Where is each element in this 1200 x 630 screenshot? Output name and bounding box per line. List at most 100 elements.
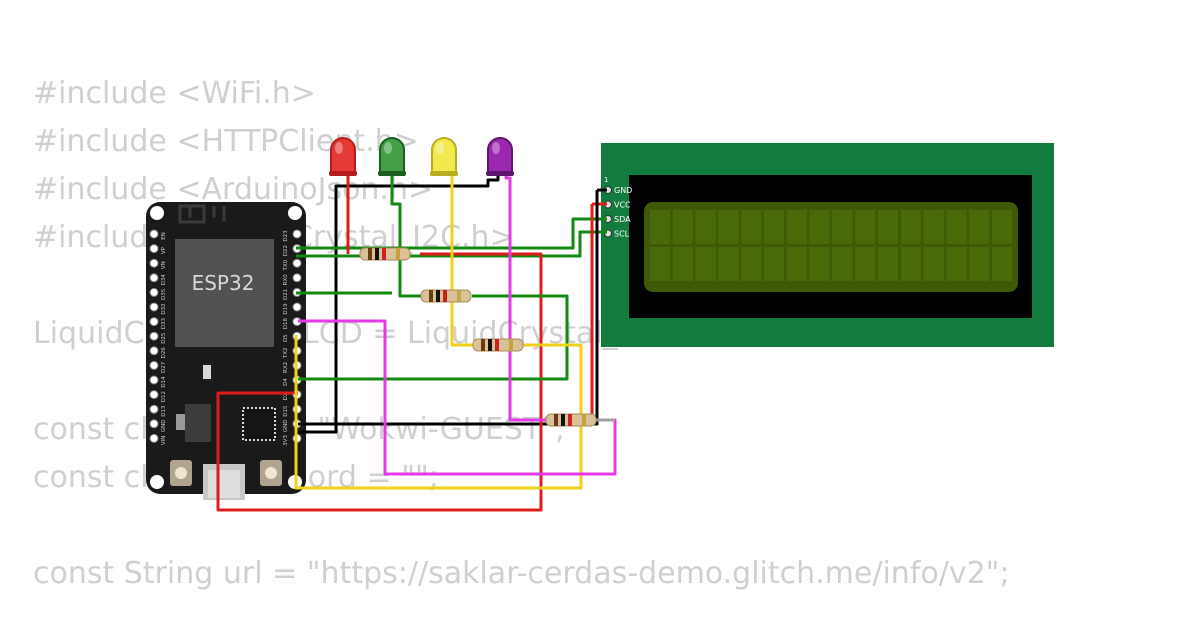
board-pin[interactable] (292, 273, 302, 283)
board-pin-label: D26 (161, 347, 167, 359)
lcd-character-grid (650, 210, 1012, 281)
led-highlight (335, 142, 343, 154)
board-pin-label: D18 (283, 317, 289, 329)
board-pin-label: RX2 (283, 362, 289, 373)
mount-hole (150, 206, 164, 220)
board-pin-label: D22 (283, 245, 289, 256)
resistor-band (457, 290, 461, 302)
board-pin-label: D27 (161, 361, 167, 373)
usb-port-inner (208, 470, 240, 498)
resistors (359, 247, 597, 427)
led-base (430, 171, 458, 176)
lcd-cell (650, 210, 670, 244)
boot-button-cap[interactable] (175, 467, 187, 479)
lcd-cell (992, 247, 1012, 281)
lcd-cell (764, 247, 784, 281)
chip-label: ESP32 (192, 271, 255, 295)
board-pin-label: VP (161, 246, 167, 254)
board-pin[interactable] (292, 229, 302, 239)
led-lens (431, 137, 457, 173)
lcd-cell (969, 247, 990, 281)
board-pin[interactable] (149, 258, 159, 268)
board-pin[interactable] (149, 360, 159, 370)
board-pin[interactable] (149, 390, 159, 400)
board-pin-label: D19 (283, 303, 289, 315)
led-green[interactable] (378, 137, 406, 176)
lcd-cell (786, 247, 807, 281)
board-pin-label: D23 (283, 230, 289, 242)
board-pin-label: D34 (161, 274, 167, 286)
lcd-cell (786, 210, 807, 244)
code-line: #include <WiFi.h> (33, 76, 316, 111)
board-pin-label: D32 (161, 303, 167, 314)
board-pin[interactable] (149, 419, 159, 429)
board-pin-label: RX0 (283, 274, 289, 286)
led-yellow[interactable] (430, 137, 458, 176)
resistor-band (488, 339, 492, 351)
board-pin-label: VN (161, 261, 167, 269)
board-pin-label: D21 (283, 289, 289, 300)
wire-gnd (298, 165, 500, 434)
lcd-pin-label: SDA (614, 215, 631, 224)
led-red[interactable] (329, 137, 357, 176)
led-purple[interactable] (486, 137, 514, 176)
resistor-band (396, 248, 400, 260)
led-highlight (492, 142, 500, 154)
led-highlight (384, 142, 392, 154)
board-pin-label: D12 (161, 391, 167, 402)
lcd-pin-label: SCL (614, 230, 630, 239)
board-pin[interactable] (149, 302, 159, 312)
lcd-cell (946, 210, 967, 244)
led-lens (330, 137, 356, 173)
board-pin[interactable] (149, 404, 159, 414)
mount-hole (288, 206, 302, 220)
board-pin[interactable] (149, 244, 159, 254)
voltage-regulator (185, 404, 211, 442)
wire-purple-led (504, 175, 548, 422)
resistor-band (554, 414, 558, 426)
board-pin-label: D25 (161, 332, 167, 344)
lcd-cell (832, 210, 853, 244)
board-pin-label: VIN (161, 436, 167, 446)
board-pin-label: D13 (161, 405, 167, 417)
wires (216, 165, 617, 512)
board-pin[interactable] (149, 273, 159, 283)
board-pin[interactable] (292, 258, 302, 268)
lcd-cell (855, 210, 876, 244)
board-pin[interactable] (149, 346, 159, 356)
resistor-band (368, 248, 372, 260)
lcd-cell (878, 210, 898, 244)
lcd-cell (923, 247, 944, 281)
lcd-cell (741, 210, 762, 244)
lcd-cell (672, 210, 693, 244)
usb-uart-chip (242, 407, 276, 441)
led-lens (487, 137, 513, 173)
board-pin-label: 3V3 (283, 435, 289, 446)
board-pin-label: D35 (161, 288, 167, 300)
board-pin[interactable] (149, 433, 159, 443)
esp32-board[interactable]: ESP32 ENVPVND34D35D32D33D25D26D27D14D12D… (146, 202, 306, 500)
board-pin[interactable] (149, 229, 159, 239)
board-pin[interactable] (149, 287, 159, 297)
resistor-band (561, 414, 565, 426)
resistor-band (481, 339, 485, 351)
resistor-band (429, 290, 433, 302)
board-pin[interactable] (149, 317, 159, 327)
leds (329, 137, 514, 176)
reset-button-cap[interactable] (265, 467, 277, 479)
board-pin[interactable] (149, 375, 159, 385)
wire-yellow-led (450, 172, 476, 347)
board-pin[interactable] (292, 302, 302, 312)
mount-hole (150, 475, 164, 489)
wire-sda (296, 217, 607, 250)
wire-green-d4 (298, 294, 569, 381)
board-pin-label: D5 (283, 334, 289, 342)
board-pin-label: GND (283, 419, 289, 432)
lcd-cell (969, 210, 990, 244)
resistor-band (443, 290, 447, 302)
resistor-band (382, 248, 386, 260)
board-pin[interactable] (149, 331, 159, 341)
wire-green-led (390, 172, 424, 298)
